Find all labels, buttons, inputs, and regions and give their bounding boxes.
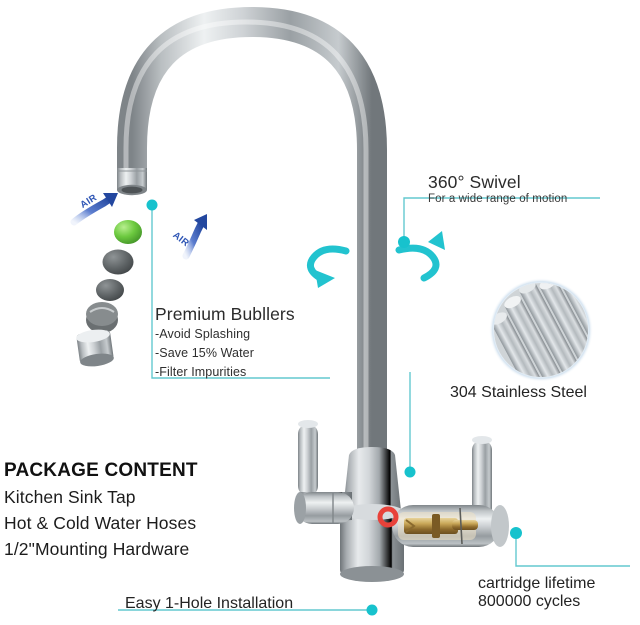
swivel-title: 360° Swivel bbox=[428, 172, 521, 192]
aerator-housing bbox=[76, 329, 114, 367]
package-item-3: 1/2"Mounting Hardware bbox=[4, 539, 190, 559]
callout-bubblers: Premium Bubllers -Avoid Splashing -Save … bbox=[155, 304, 295, 379]
cartridge-cutaway bbox=[398, 507, 478, 545]
package-item-2: Hot & Cold Water Hoses bbox=[4, 513, 197, 533]
bubblers-title: Premium Bubllers bbox=[155, 304, 295, 324]
hot-indicator-dot bbox=[377, 506, 399, 528]
aerator-exploded-parts bbox=[76, 220, 142, 367]
left-handle-graphic bbox=[294, 420, 354, 524]
marker-dots bbox=[146, 199, 522, 616]
swivel-rotation-arrows-icon bbox=[306, 244, 440, 283]
leader-lines bbox=[118, 197, 630, 611]
aerator-screen-2 bbox=[96, 279, 124, 301]
callout-stainless-steel: 304 Stainless Steel bbox=[450, 384, 587, 401]
bubblers-item-3: -Filter Impurities bbox=[155, 365, 247, 379]
cartridge-line-1: cartridge lifetime bbox=[478, 575, 596, 592]
package-item-1: Kitchen Sink Tap bbox=[4, 487, 136, 507]
package-content-block: PACKAGE CONTENT Kitchen Sink Tap Hot & C… bbox=[4, 460, 198, 560]
callout-installation: Easy 1-Hole Installation bbox=[125, 595, 294, 612]
bubblers-item-2: -Save 15% Water bbox=[155, 346, 254, 360]
right-handle-graphic bbox=[392, 436, 509, 547]
air-arrow-left-icon bbox=[70, 193, 118, 226]
aerator-gasket bbox=[114, 220, 142, 244]
stainless-steel-inset bbox=[489, 278, 593, 382]
callout-swivel: 360° Swivel For a wide range of motion bbox=[428, 172, 567, 205]
callout-cartridge: cartridge lifetime 800000 cycles bbox=[478, 575, 595, 611]
cartridge-line-2: 800000 cycles bbox=[478, 592, 581, 610]
bubblers-item-1: -Avoid Splashing bbox=[155, 327, 251, 341]
swivel-subtitle: For a wide range of motion bbox=[428, 193, 568, 205]
aerator-screen-1 bbox=[102, 249, 134, 275]
package-heading: PACKAGE CONTENT bbox=[4, 460, 198, 481]
aerator-insert bbox=[86, 302, 118, 333]
air-arrow-right-icon bbox=[182, 214, 207, 260]
